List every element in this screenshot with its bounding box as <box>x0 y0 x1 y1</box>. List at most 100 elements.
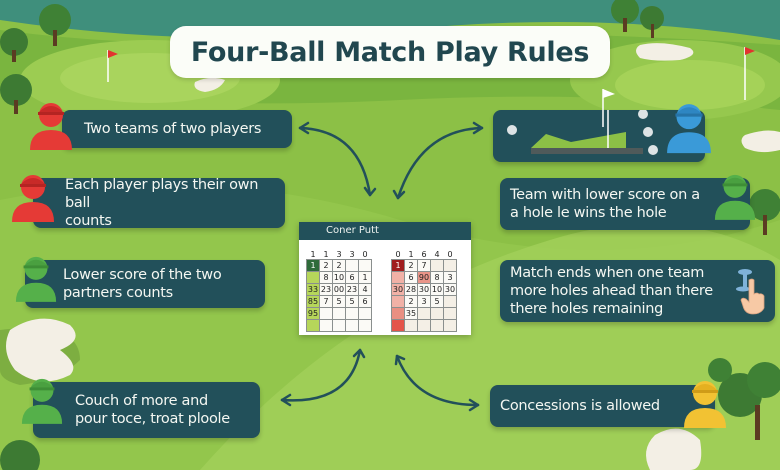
score-cell <box>358 307 372 320</box>
table-row: 6 90 8 3 <box>391 271 457 284</box>
grid-header: 0 <box>362 250 368 259</box>
blue-player-icon <box>667 104 711 154</box>
score-cell: 3 <box>443 271 457 284</box>
rule-text: Team with lower score on a a hole le win… <box>510 187 700 221</box>
score-cell: 5 <box>332 295 346 308</box>
grid-header: 1 <box>408 250 414 259</box>
score-cell: 00 <box>332 283 346 296</box>
score-cell: 7 <box>319 295 333 308</box>
score-cell: 1 <box>306 259 320 272</box>
score-cell: 1 <box>358 271 372 284</box>
score-cell: 6 <box>358 295 372 308</box>
score-cell <box>345 319 359 332</box>
red-player-icon <box>12 175 54 222</box>
score-cell <box>404 319 418 332</box>
score-cell <box>443 259 457 272</box>
score-cell: 6 <box>404 271 418 284</box>
score-cell <box>306 319 320 332</box>
score-cell <box>319 319 333 332</box>
score-cell <box>332 307 346 320</box>
rule-card-two-teams: Two teams of two players <box>62 110 292 148</box>
score-cell: 10 <box>332 271 346 284</box>
score-cell: 23 <box>319 283 333 296</box>
rule-card-putting-green <box>493 110 705 162</box>
grid-header: 1 <box>323 250 329 259</box>
rule-card-couch: Couch of more and pour toce, troat plool… <box>33 382 260 438</box>
page-title: Four-Ball Match Play Rules <box>190 36 590 68</box>
score-cell: 95 <box>306 307 320 320</box>
score-cell: 8 <box>319 271 333 284</box>
grid-header: 3 <box>336 250 342 259</box>
score-cell: 5 <box>430 295 444 308</box>
grid-header: 1 <box>310 250 316 259</box>
rule-card-team-lower-score: Team with lower score on a a hole le win… <box>500 178 750 230</box>
score-cell <box>430 259 444 272</box>
green-player-icon <box>21 378 63 424</box>
score-cell <box>443 319 457 332</box>
score-cell: 33 <box>306 283 320 296</box>
grid-header: 4 <box>434 250 440 259</box>
score-cell: 2 <box>332 259 346 272</box>
score-cell <box>319 307 333 320</box>
table-row: 30 28 30 10 30 <box>391 283 457 296</box>
score-cell: 6 <box>345 271 359 284</box>
flag-icon <box>602 89 615 127</box>
score-cell: 10 <box>430 283 444 296</box>
score-cell <box>332 319 346 332</box>
score-cell <box>417 319 431 332</box>
score-cell <box>443 307 457 320</box>
putting-green-icon <box>507 110 658 155</box>
score-cell <box>443 295 457 308</box>
green-player-icon <box>15 256 57 302</box>
table-row: 33 23 00 23 4 <box>306 283 372 296</box>
table-row <box>306 319 372 332</box>
score-cell: 1 <box>391 259 405 272</box>
score-cell: 30 <box>443 283 457 296</box>
score-cell <box>417 307 431 320</box>
hand-pointing-icon <box>736 269 765 315</box>
table-row: 85 7 5 5 6 <box>306 295 372 308</box>
grid-header: 0 <box>447 250 453 259</box>
score-cell <box>345 307 359 320</box>
rule-card-match-ends: Match ends when one team more holes ahea… <box>500 260 775 322</box>
score-cell: 30 <box>391 283 405 296</box>
rule-card-lower-score: Lower score of the two partners counts <box>25 260 265 308</box>
title-banner: Four-Ball Match Play Rules <box>170 26 610 78</box>
table-row: 35 <box>391 307 457 320</box>
score-cell: 35 <box>404 307 418 320</box>
rule-card-own-ball: Each player plays their own ball counts <box>33 177 285 229</box>
score-cell: 5 <box>345 295 359 308</box>
red-player-icon <box>30 103 72 150</box>
score-cell <box>430 307 444 320</box>
grid-header: 3 <box>349 250 355 259</box>
yellow-player-icon <box>684 381 726 428</box>
team-a-score-grid: 1 1 3 3 0 1 2 2 8 10 6 1 33 23 00 23 4 <box>306 250 372 332</box>
score-cell <box>391 319 405 332</box>
score-cell: 2 <box>404 295 418 308</box>
score-cell <box>391 271 405 284</box>
grid-header: 0 <box>395 250 401 259</box>
table-row: 1 2 7 <box>391 259 457 272</box>
score-cell: 23 <box>345 283 359 296</box>
table-row: 8 10 6 1 <box>306 271 372 284</box>
score-cell <box>358 319 372 332</box>
score-cell <box>306 271 320 284</box>
score-cell: 28 <box>404 283 418 296</box>
score-cell <box>358 259 372 272</box>
green-player-icon <box>714 174 756 220</box>
score-cell: 2 <box>319 259 333 272</box>
score-cell <box>391 307 405 320</box>
rule-text: Match ends when one team more holes ahea… <box>510 265 713 317</box>
scorecard: Coner Putt 1 1 3 3 0 1 2 2 8 10 6 1 33 2… <box>299 222 471 335</box>
score-cell: 2 <box>404 259 418 272</box>
score-cell <box>391 295 405 308</box>
rule-text: Lower score of the two partners counts <box>63 267 222 301</box>
team-b-score-grid: 0 1 6 4 0 1 2 7 6 90 8 3 30 28 30 10 30 <box>391 250 457 332</box>
score-cell: 90 <box>417 271 431 284</box>
table-row: 2 3 5 <box>391 295 457 308</box>
rule-card-concessions: Concessions is allowed <box>490 385 715 427</box>
rule-text: Each player plays their own ball counts <box>65 177 259 229</box>
score-cell <box>430 319 444 332</box>
rule-text: Two teams of two players <box>84 121 262 137</box>
scorecard-title: Coner Putt <box>299 222 471 240</box>
